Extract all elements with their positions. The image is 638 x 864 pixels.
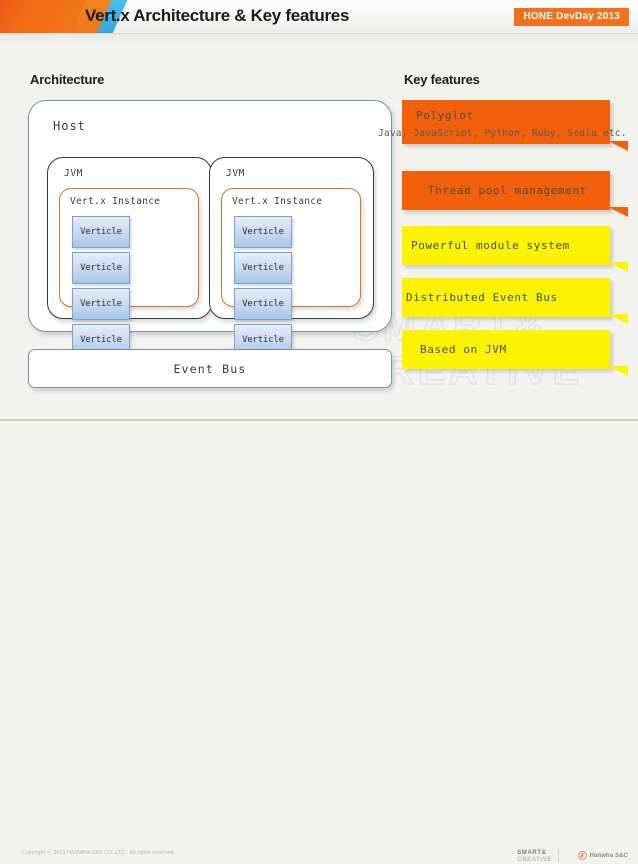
host-box: Host JVM Vert.x Instance Verticle Vertic…	[28, 100, 392, 356]
header-divider	[0, 33, 638, 34]
event-bus-box: Event Bus	[28, 349, 392, 388]
footer-divider	[0, 419, 638, 421]
slide-header: Vert.x Architecture & Key features HONE …	[0, 0, 638, 34]
verticle-grid: Verticle Verticle Verticle Verticle	[72, 216, 190, 356]
smart-creative-logo: SMART& CREATIVE	[517, 850, 552, 864]
key-feature-item: Powerful module system	[402, 226, 628, 272]
verticle-chip: Verticle	[72, 216, 130, 248]
verticle-chip: Verticle	[234, 288, 292, 320]
verticle-chip: Verticle	[234, 252, 292, 284]
key-feature-body: Distributed Event Bus	[402, 278, 628, 324]
key-feature-item: Distributed Event Bus	[402, 278, 628, 324]
vertx-instance-label: Vert.x Instance	[232, 196, 323, 207]
callout-tail-icon	[608, 262, 628, 272]
smart-creative-line-2: CREATIVE	[517, 857, 552, 863]
slide-root: Vert.x Architecture & Key features HONE …	[0, 0, 638, 445]
key-feature-label: Distributed Event Bus	[406, 291, 558, 304]
footer-logo-divider	[558, 849, 559, 862]
header-shadow-band	[0, 34, 638, 44]
architecture-section-title: Architecture	[30, 72, 105, 87]
jvm-label: JVM	[226, 168, 245, 179]
key-feature-label: Thread pool management	[428, 184, 587, 197]
key-feature-body: Based on JVM	[402, 330, 628, 376]
key-feature-subtext: Java, JavaScript, Python, Ruby, Scala et…	[378, 128, 627, 139]
vertx-instance-box: Vert.x Instance Verticle Verticle Vertic…	[221, 188, 361, 356]
key-features-list: Polyglot Java, JavaScript, Python, Ruby,…	[378, 96, 638, 396]
vertx-instance-box: Vert.x Instance Verticle Verticle Vertic…	[59, 188, 199, 356]
jvm-label: JVM	[64, 168, 83, 179]
verticle-chip: Verticle	[72, 288, 130, 320]
vertx-instance-label: Vert.x Instance	[70, 196, 161, 207]
verticle-chip: Verticle	[72, 252, 130, 284]
verticle-grid: Verticle Verticle Verticle Verticle	[234, 216, 352, 356]
jvm-box: JVM Vert.x Instance Verticle Verticle Ve…	[47, 157, 212, 356]
key-feature-label: Based on JVM	[420, 343, 507, 356]
page-title: Vert.x Architecture & Key features	[85, 6, 350, 25]
callout-tail-icon	[608, 366, 628, 376]
copyright-text: Copyright ⓒ 2013 HANWHA S&C CO.,LTD., Al…	[22, 850, 175, 856]
callout-tail-icon	[608, 141, 628, 151]
smart-creative-line-1: SMART&	[517, 850, 547, 856]
key-feature-body: Polyglot Java, JavaScript, Python, Ruby,…	[378, 100, 628, 151]
slide-footer: Copyright ⓒ 2013 HANWHA S&C CO.,LTD., Al…	[0, 421, 638, 863]
verticle-chip: Verticle	[234, 216, 292, 248]
hanwha-logo-text: Hanwha S&C	[589, 852, 628, 859]
host-label: Host	[53, 119, 86, 133]
event-badge: HONE DevDay 2013	[514, 8, 629, 26]
jvm-box: JVM Vert.x Instance Verticle Verticle Ve…	[209, 157, 374, 356]
hanwha-circle-mark-icon	[577, 851, 587, 860]
key-feature-item: Based on JVM	[402, 330, 628, 376]
key-feature-body: Thread pool management	[402, 171, 628, 217]
key-feature-item: Polyglot Java, JavaScript, Python, Ruby,…	[378, 100, 628, 151]
callout-tail-icon	[608, 207, 628, 217]
hanwha-logo: Hanwha S&C	[577, 851, 628, 860]
callout-tail-icon	[608, 314, 628, 324]
key-feature-body: Powerful module system	[402, 226, 628, 272]
key-feature-label: Powerful module system	[411, 239, 570, 252]
key-features-section-title: Key features	[404, 72, 480, 87]
key-feature-item: Thread pool management	[402, 171, 628, 217]
page-number: - -	[300, 853, 315, 859]
key-feature-label: Polyglot	[416, 109, 474, 122]
